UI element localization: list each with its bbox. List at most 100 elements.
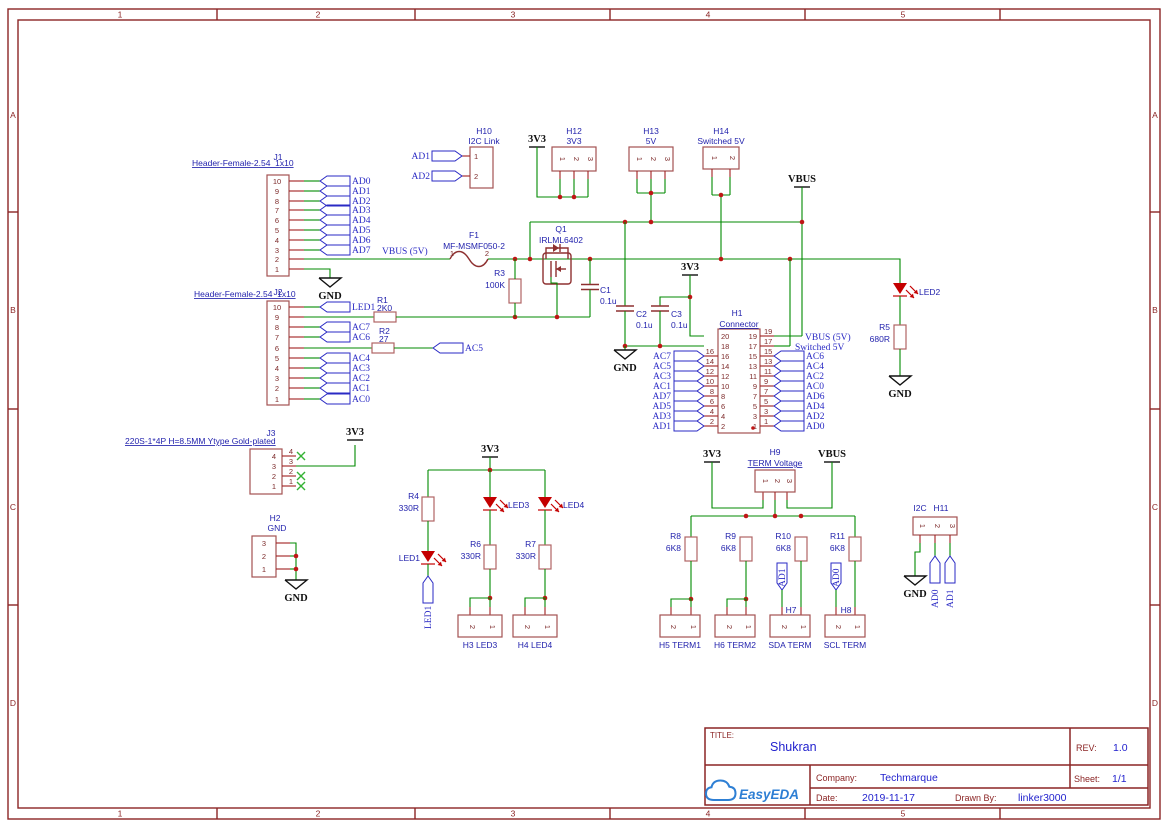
pin-number: 1 xyxy=(289,477,293,486)
net-flag xyxy=(773,360,805,372)
pin-number: 9 xyxy=(753,382,757,391)
pin-number: 13 xyxy=(749,362,757,371)
text-label: LED2 xyxy=(919,287,941,297)
pin-number: 2 xyxy=(834,625,843,629)
pin-number: 9 xyxy=(764,377,768,386)
text-label: 0.1u xyxy=(600,296,617,306)
text-label: 6K8 xyxy=(666,543,681,553)
ruler-number: 5 xyxy=(901,809,906,819)
led-ray-head xyxy=(558,503,563,508)
schematic-title: Shukran xyxy=(770,740,817,754)
net-label: AC3 xyxy=(653,372,671,382)
text-label: 680R xyxy=(870,334,890,344)
text-label: I2C xyxy=(913,503,926,513)
pin-number: 9 xyxy=(275,313,279,322)
ruler-number: 3 xyxy=(511,10,516,20)
no-connect-x xyxy=(296,481,306,491)
sheet-value: 1/1 xyxy=(1112,773,1127,785)
pin-number: 14 xyxy=(721,362,729,371)
net-flag xyxy=(944,555,956,584)
net-flag xyxy=(431,170,463,182)
net-label: AD0 xyxy=(931,589,941,608)
pin-number: 7 xyxy=(764,387,768,396)
led-ray-head xyxy=(499,507,504,512)
net-label: AC1 xyxy=(352,384,370,394)
ruler-letter: A xyxy=(10,110,16,120)
pin-number: 2 xyxy=(721,422,725,431)
net-label: AD1 xyxy=(946,589,956,608)
net-flag xyxy=(773,370,805,382)
fuse-F1 xyxy=(449,250,489,268)
net-flag xyxy=(319,195,351,207)
net-label: AC5 xyxy=(465,344,483,354)
pin-number: 7 xyxy=(275,206,279,215)
net-flag xyxy=(319,224,351,236)
net-label: AD1 xyxy=(653,422,672,432)
net-flag xyxy=(830,562,842,591)
net-label: AD1 xyxy=(412,152,431,162)
text-label: H7 xyxy=(786,605,797,615)
pin-number: 11 xyxy=(764,367,772,376)
net-label: AC3 xyxy=(352,364,370,374)
junction-dot xyxy=(751,426,755,430)
pin-number: 16 xyxy=(721,352,729,361)
led-ray-head xyxy=(554,507,559,512)
led-ray-head xyxy=(913,289,918,294)
mosfet-diode xyxy=(553,244,559,252)
pin-number: 4 xyxy=(710,407,714,416)
power-label: 3V3 xyxy=(681,262,699,273)
ruler-number: 5 xyxy=(901,10,906,20)
pin-number: 19 xyxy=(749,332,757,341)
text-label: C1 xyxy=(600,285,611,295)
pin-number: 1 xyxy=(753,422,757,431)
pin-number: 4 xyxy=(721,412,725,421)
text-label: 0.1u xyxy=(636,320,653,330)
text-label: 100K xyxy=(485,280,505,290)
net-label: AD7 xyxy=(352,246,371,256)
text-label: H3 LED3 xyxy=(463,640,498,650)
net-label: AD2 xyxy=(412,172,431,182)
net-flag xyxy=(673,400,705,412)
pin-number: 19 xyxy=(764,327,772,336)
text-label: H8 xyxy=(841,605,852,615)
text-label: R8 xyxy=(670,531,681,541)
text-label: C3 xyxy=(671,309,682,319)
rev-label: REV: xyxy=(1076,743,1097,753)
junction-dot xyxy=(718,256,724,262)
drawn-by-label: Drawn By: xyxy=(955,793,997,803)
resistor-R6 xyxy=(483,544,497,570)
net-flag xyxy=(773,420,805,432)
wire xyxy=(469,597,491,607)
text-label: 330R xyxy=(461,551,481,561)
pin-number: 2 xyxy=(780,625,789,629)
no-connect-x xyxy=(296,471,306,481)
junction-dot xyxy=(772,513,778,519)
pin-number: 10 xyxy=(721,382,729,391)
pin-number: 10 xyxy=(273,303,281,312)
wire xyxy=(726,598,747,607)
net-label: AD0 xyxy=(806,422,825,432)
text-label: 330R xyxy=(516,551,536,561)
connector-J2 xyxy=(266,300,290,406)
led-LED4 xyxy=(538,497,552,508)
text-label: Switched 5V xyxy=(697,136,745,146)
date-value: 2019-11-17 xyxy=(862,792,915,804)
text-label: Connector xyxy=(719,319,758,329)
gate-wire xyxy=(550,277,558,317)
net-flag xyxy=(673,370,705,382)
pin-number: 10 xyxy=(273,177,281,186)
net-label: AC7 xyxy=(653,352,671,362)
net-flag xyxy=(773,410,805,422)
connector-H1 xyxy=(717,328,761,434)
connector-H5 xyxy=(659,614,701,638)
text-label: MF-MSMF050-2 xyxy=(443,241,505,251)
sheet-border-outer xyxy=(7,8,1161,820)
gnd-symbol xyxy=(888,375,913,386)
pin-number: 15 xyxy=(764,347,772,356)
pin-number: 7 xyxy=(753,392,757,401)
resistor-R8 xyxy=(684,536,698,562)
pin-number: 4 xyxy=(275,364,279,373)
text-label: 330R xyxy=(399,503,419,513)
led-ray-head xyxy=(437,561,442,566)
ruler-number: 3 xyxy=(511,809,516,819)
